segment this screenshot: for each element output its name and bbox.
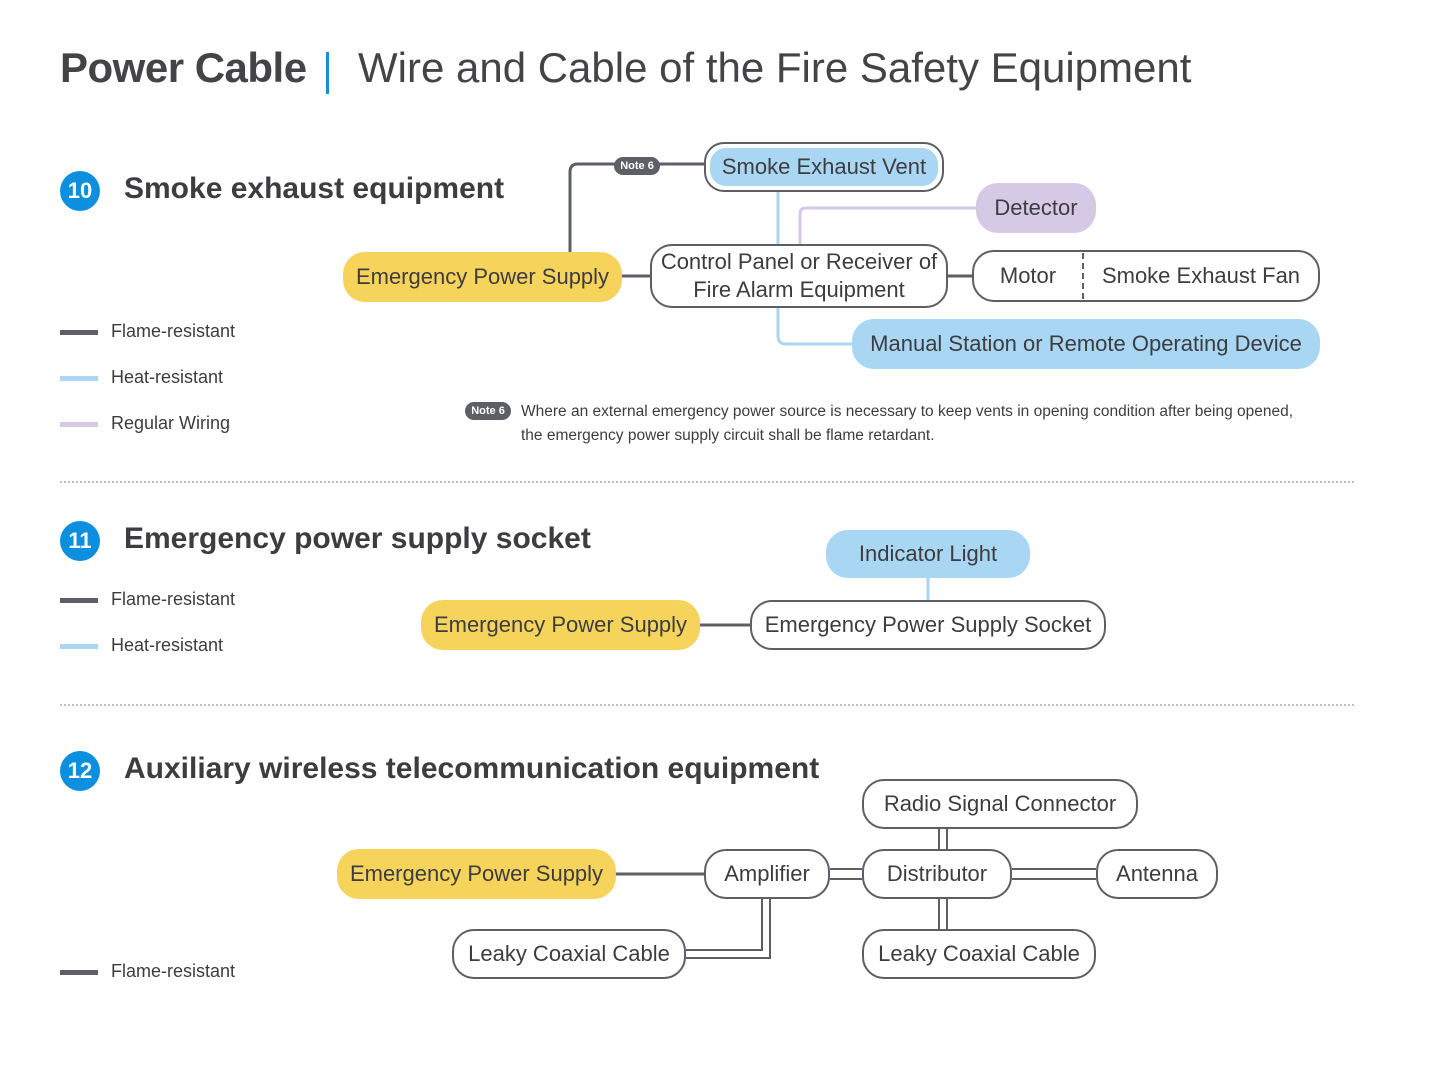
node-motor-fan: Motor Smoke Exhaust Fan [972,250,1320,302]
legend-label-heat: Heat-resistant [111,367,224,387]
coax-amp-leaky-b [686,898,771,959]
node-control-panel: Control Panel or Receiver of Fire Alarm … [650,244,948,308]
legend-label-flame: Flame-resistant [111,589,236,609]
section-number-10: 10 [60,171,100,211]
note-6-text-line2: the emergency power supply circuit shall… [521,427,935,444]
legend-label-regular: Regular Wiring [111,413,231,433]
legend-line-regular [60,422,98,427]
legend-line-heat [60,376,98,381]
node-smoke-exhaust-fan: Smoke Exhaust Fan [1101,263,1301,288]
node-smoke-exhaust-vent-frame: Smoke Exhaust Vent [704,142,944,192]
node-detector: Detector [976,183,1096,233]
section-title-smoke-exhaust: Smoke exhaust equipment [124,172,505,205]
node-leaky-coaxial-cable-left: Leaky Coaxial Cable [452,929,686,979]
legend-line-flame [60,330,98,335]
section-divider [60,481,1354,483]
node-distributor: Distributor [862,849,1012,899]
title-separator [326,52,329,94]
node-power-supply-socket: Emergency Power Supply Socket [750,600,1106,650]
section-title-socket: Emergency power supply socket [124,522,591,555]
node-leaky-coaxial-cable-right: Leaky Coaxial Cable [862,929,1096,979]
node-smoke-exhaust-vent: Smoke Exhaust Vent [710,148,938,186]
legend-line-heat [60,644,98,649]
note-6-legend-badge: Note 6 [465,402,511,420]
section-number-12: 12 [60,751,100,791]
legend-label-flame: Flame-resistant [111,321,236,341]
node-antenna: Antenna [1096,849,1218,899]
note-6-badge: Note 6 [614,157,660,175]
node-radio-signal-connector: Radio Signal Connector [862,779,1138,829]
legend-line-flame [60,598,98,603]
note-6-text-line1: Where an external emergency power source… [521,403,1294,420]
legend-line-flame [60,970,98,975]
node-emergency-power-supply: Emergency Power Supply [337,849,616,899]
legend-label-flame: Flame-resistant [111,961,236,981]
node-indicator-light: Indicator Light [826,530,1030,578]
node-motor: Motor [974,253,1084,299]
node-emergency-power-supply: Emergency Power Supply [343,252,622,302]
page-title: Power Cable [60,44,307,91]
control-panel-line1: Control Panel or Receiver of [660,249,938,274]
section-divider [60,704,1354,706]
legend-label-heat: Heat-resistant [111,635,224,655]
wire-detector-to-control [798,206,976,244]
control-panel-line2: Fire Alarm Equipment [693,277,905,302]
node-emergency-power-supply: Emergency Power Supply [421,600,700,650]
section-title-wireless: Auxiliary wireless telecommunication equ… [124,752,820,785]
node-manual-station: Manual Station or Remote Operating Devic… [852,319,1320,369]
wire-control-to-manual [776,308,852,346]
page-subtitle: Wire and Cable of the Fire Safety Equipm… [358,44,1192,91]
node-amplifier: Amplifier [704,849,830,899]
coax-amp-leaky-a [686,898,763,951]
section-number-11: 11 [60,521,100,561]
wire-supply-to-vent [568,162,704,252]
